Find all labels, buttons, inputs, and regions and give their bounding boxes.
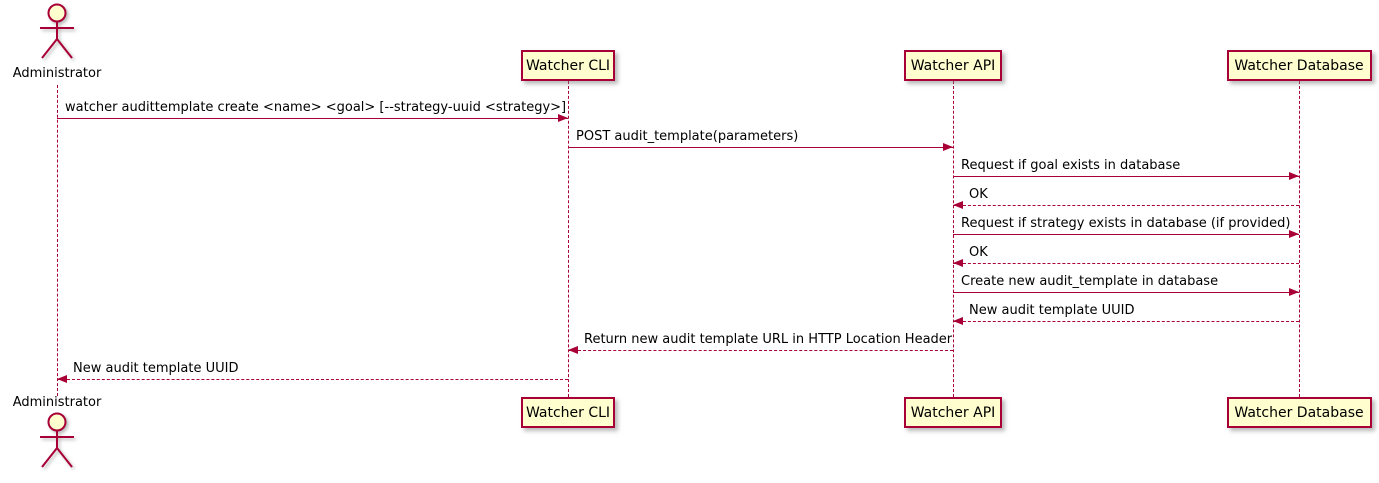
message-arrowhead-9	[568, 346, 578, 354]
lifeline-admin	[57, 85, 58, 396]
message-line-3	[953, 176, 1299, 177]
message-arrowhead-7	[1289, 288, 1299, 296]
actor-stick-figure-icon	[40, 412, 74, 468]
message-line-10	[57, 379, 568, 380]
message-arrowhead-3	[1289, 172, 1299, 180]
message-arrowhead-1	[558, 114, 568, 122]
lifeline-cli	[568, 81, 569, 397]
message-label-10: New audit template UUID	[73, 361, 239, 376]
participant-box-bottom-cli: Watcher CLI	[521, 397, 615, 428]
message-label-9: Return new audit template URL in HTTP Lo…	[584, 332, 953, 347]
message-line-6	[953, 263, 1299, 264]
message-label-3: Request if goal exists in database	[961, 158, 1181, 173]
message-label-8: New audit template UUID	[969, 303, 1135, 318]
message-arrowhead-10	[57, 375, 67, 383]
message-label-4: OK	[969, 187, 988, 202]
message-label-7: Create new audit_template in database	[961, 274, 1219, 289]
participant-box-top-cli: Watcher CLI	[521, 50, 615, 81]
message-label-6: OK	[969, 245, 988, 260]
actor-figure-top-admin	[35, 3, 79, 61]
message-arrowhead-6	[953, 259, 963, 267]
message-label-1: watcher audittemplate create <name> <goa…	[65, 100, 567, 115]
message-line-2	[568, 147, 953, 148]
message-arrowhead-2	[943, 143, 953, 151]
message-line-4	[953, 205, 1299, 206]
message-line-1	[57, 118, 568, 119]
message-arrowhead-5	[1289, 230, 1299, 238]
message-line-9	[568, 350, 953, 351]
message-arrowhead-8	[953, 317, 963, 325]
participant-box-top-api: Watcher API	[904, 50, 1002, 81]
participant-box-bottom-api: Watcher API	[904, 397, 1002, 428]
message-line-8	[953, 321, 1299, 322]
message-label-2: POST audit_template(parameters)	[576, 129, 799, 144]
lifeline-api	[953, 81, 954, 397]
participant-box-bottom-db: Watcher Database	[1226, 397, 1372, 428]
actor-figure-bottom-admin	[35, 412, 79, 470]
participant-label-bottom-admin: Administrator	[12, 395, 102, 410]
lifeline-db	[1299, 81, 1300, 397]
participant-box-top-db: Watcher Database	[1226, 50, 1372, 81]
message-line-5	[953, 234, 1299, 235]
message-label-5: Request if strategy exists in database (…	[961, 216, 1291, 231]
message-arrowhead-4	[953, 201, 963, 209]
actor-stick-figure-icon	[40, 3, 74, 59]
participant-label-top-admin: Administrator	[12, 66, 102, 81]
message-line-7	[953, 292, 1299, 293]
